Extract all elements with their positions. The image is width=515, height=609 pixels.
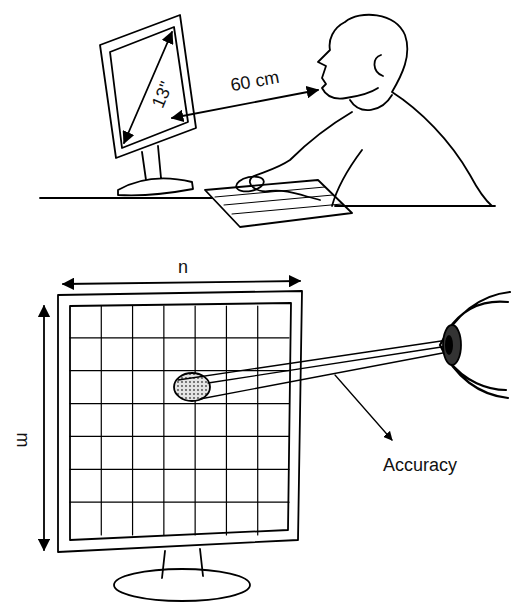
eye-iris [443,325,461,365]
grid-line [257,306,258,535]
grid-line [70,469,289,470]
grid-line [70,502,289,503]
grid-line [70,403,289,404]
desk-line [40,198,495,206]
monitor-screen [110,27,188,148]
screen-grid [70,306,289,535]
person [250,15,492,206]
grid-line [226,306,227,535]
eye [440,292,510,398]
leader-arrow [335,375,392,440]
grid-line [70,436,289,437]
gaze-region [174,373,210,401]
keyboard [205,180,352,227]
grid-line [70,370,289,371]
monitor-screen [70,303,291,540]
monitor-stand [162,549,203,578]
dimension-label: m [12,431,32,450]
dimension-label: n [176,258,190,278]
grid-line [163,306,164,535]
height-dimension [43,306,45,550]
grid-line [195,306,196,535]
width-dimension [63,281,300,284]
monitor-base [114,569,250,601]
monitor-frame [100,15,196,158]
dimension-label: 13" [148,77,178,113]
grid-line [70,337,289,338]
callout-label: Accuracy [381,456,459,476]
grid-line [101,306,102,535]
monitor-frame [58,291,302,552]
monitor-stand [118,146,193,195]
dimension-label: 60 cm [227,68,283,97]
sight-lines [178,340,448,399]
eye-pupil [445,335,453,355]
distance-dimension [172,90,318,118]
grid-line [132,306,133,535]
